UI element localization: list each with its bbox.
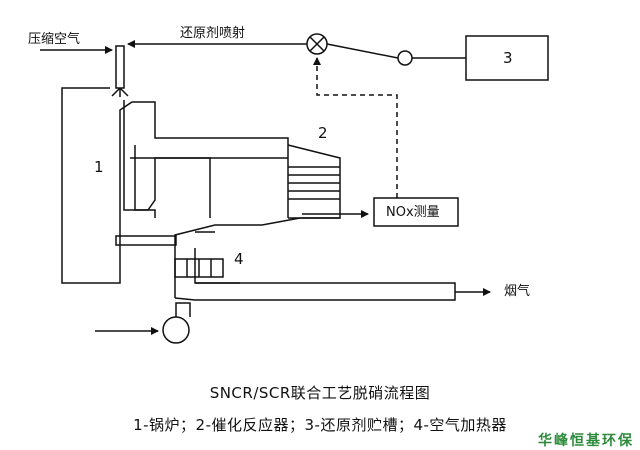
boiler-inner-wall: [123, 100, 156, 218]
compressed-air-label: 压缩空气: [28, 32, 81, 47]
reactor-number: 2: [318, 124, 328, 142]
pump: [397, 50, 413, 66]
spray-line-1: [111, 87, 121, 97]
diagram-title: SNCR/SCR联合工艺脱硝流程图: [209, 384, 431, 402]
reactor-outlet-inner: [194, 231, 240, 284]
valve-to-pump: [326, 43, 399, 59]
watermark: 华峰恒基环保: [538, 433, 634, 449]
injection-nozzle: [115, 45, 125, 89]
reactor-outlet-duct: [174, 217, 340, 298]
nox-measure-box: [373, 197, 459, 227]
second-pass-duct: [134, 145, 211, 218]
air-pipe: [115, 235, 177, 246]
diagram-legend: 1-锅炉；2-催化反应器；3-还原剂贮槽；4-空气加热器: [133, 416, 507, 434]
flue-gas-duct: [174, 282, 456, 301]
flue-gas-label: 烟气: [504, 284, 531, 299]
nox-measure-label: NOx测量: [386, 205, 440, 220]
scr-reactor-outline: [287, 144, 341, 219]
reductant-spray-label: 还原剂喷射: [180, 26, 246, 41]
fan-outlet: [175, 302, 191, 317]
fan: [162, 316, 190, 344]
spray-line-3: [119, 87, 129, 97]
boiler-outline: [61, 87, 289, 284]
air-heater-number: 4: [234, 250, 244, 268]
catalyst-layers: [288, 166, 340, 200]
boiler-number: 1: [94, 158, 104, 176]
nox-signal-line: [313, 57, 398, 198]
tank-number: 3: [503, 49, 513, 67]
